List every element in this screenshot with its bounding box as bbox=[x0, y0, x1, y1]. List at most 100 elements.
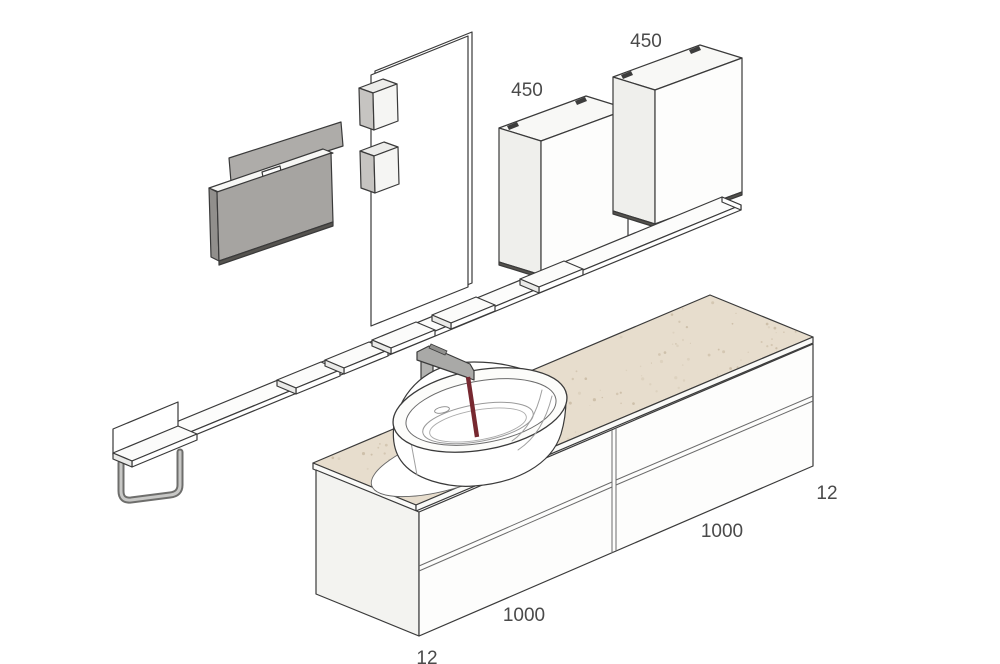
cabinet-left-face bbox=[612, 76, 656, 225]
tab-side bbox=[431, 314, 452, 330]
basin-wall-curve bbox=[517, 395, 553, 451]
countertop-speckle-dot bbox=[685, 325, 689, 329]
countertop-speckle-dot bbox=[589, 404, 591, 407]
countertop-speckle-dot bbox=[678, 320, 681, 323]
countertop-speckle-dot bbox=[747, 351, 749, 353]
countertop-speckle-dot bbox=[625, 369, 628, 372]
countertop-speckle-dot bbox=[770, 343, 773, 347]
countertop-speckle-dot bbox=[640, 375, 643, 377]
shelf-bottom-edge bbox=[218, 221, 334, 266]
countertop-speckle-dot bbox=[711, 301, 715, 305]
countertop-speckle-dot bbox=[729, 367, 732, 370]
clip-front-face bbox=[372, 83, 399, 131]
water-stream bbox=[465, 376, 480, 438]
dim-cabinet-right: 450 bbox=[630, 31, 662, 52]
towel-bar-highlight bbox=[119, 450, 182, 502]
mirror-clip bbox=[358, 78, 399, 131]
countertop-speckle-dot bbox=[775, 347, 778, 350]
countertop-speckle-dot bbox=[337, 457, 341, 461]
countertop-speckle-dot bbox=[370, 453, 373, 456]
mounting-bracket bbox=[507, 122, 519, 130]
countertop-speckle-dot bbox=[765, 322, 769, 326]
countertop-speckle-dot bbox=[592, 398, 596, 402]
countertop-speckle-dot bbox=[783, 331, 785, 333]
countertop-speckle-dot bbox=[775, 331, 777, 334]
countertop-speckle-dot bbox=[641, 377, 645, 381]
countertop-speckle-dot bbox=[619, 391, 622, 394]
mirror-clips bbox=[358, 78, 400, 194]
countertop-speckle-dot bbox=[574, 431, 577, 433]
wall-rail-shelf bbox=[112, 196, 742, 504]
rail-shelf-tab bbox=[431, 296, 496, 330]
shelf-back-panel bbox=[228, 121, 344, 183]
mirror-clip bbox=[359, 141, 400, 194]
countertop-speckle-dot bbox=[658, 353, 661, 356]
countertop-speckle-dot bbox=[619, 335, 623, 339]
towel-bar bbox=[117, 448, 184, 504]
countertop-speckle-dot bbox=[676, 344, 679, 348]
countertop-speckle-dot bbox=[735, 312, 737, 315]
countertop-speckle-dot bbox=[689, 342, 691, 344]
countertop-speckle-dot bbox=[649, 383, 652, 386]
rail-end-shelf bbox=[112, 401, 198, 468]
countertop-speckle-dot bbox=[655, 390, 658, 393]
countertop-speckle-dot bbox=[377, 446, 380, 449]
mounting-bracket bbox=[689, 46, 701, 54]
countertop-speckle-dot bbox=[771, 338, 773, 340]
countertop-speckle-dot bbox=[681, 364, 684, 366]
dim-module-left: 1000 bbox=[503, 605, 545, 626]
basin-rim-inner bbox=[405, 378, 557, 446]
clip-left-face bbox=[358, 87, 375, 131]
faucet-handle bbox=[428, 343, 448, 356]
rail-shelf-tab bbox=[371, 321, 436, 355]
rail-end-cap bbox=[721, 196, 742, 211]
mounting-bracket bbox=[621, 71, 633, 79]
countertop-speckle-dot bbox=[672, 331, 675, 334]
clip-front-face bbox=[373, 146, 400, 194]
countertop-speckle-dot bbox=[722, 350, 726, 354]
countertop-speckle-dot bbox=[639, 365, 642, 368]
countertop-speckle-dot bbox=[671, 343, 674, 345]
drawer-gap-right bbox=[615, 400, 814, 486]
basin-floor-line bbox=[429, 407, 527, 443]
cabinet-left-face bbox=[498, 127, 542, 276]
countertop-speckle-dot bbox=[717, 348, 720, 351]
tab-side bbox=[371, 339, 392, 355]
dim-thickness-right: 12 bbox=[816, 483, 837, 504]
tab-side bbox=[324, 359, 345, 375]
countertop-speckle-dot bbox=[571, 377, 575, 381]
countertop-speckle-dot bbox=[568, 401, 572, 405]
countertop-speckle-dot bbox=[659, 359, 664, 364]
countertop-speckle-dot bbox=[736, 366, 739, 369]
countertop-speckle-dot bbox=[366, 467, 369, 470]
countertop-speckle-dot bbox=[670, 313, 674, 316]
countertop-speckle-dot bbox=[682, 379, 686, 382]
countertop-speckle-dot bbox=[331, 456, 335, 460]
wall-cabinet-right bbox=[612, 44, 743, 228]
countertop-speckle-dot bbox=[361, 452, 366, 456]
countertop-speckle-dot bbox=[632, 402, 635, 405]
countertop-speckle-dot bbox=[601, 396, 603, 399]
dim-cabinet-left: 450 bbox=[511, 80, 543, 101]
countertop-speckle-dot bbox=[575, 370, 578, 373]
tab-side bbox=[519, 278, 540, 294]
vessel-sink bbox=[370, 343, 568, 498]
drawer-gap-left bbox=[418, 486, 613, 572]
rail-shelf-tab bbox=[519, 260, 584, 294]
countertop-speckle-dot bbox=[682, 307, 684, 310]
countertop-speckle-dot bbox=[615, 392, 619, 396]
countertop-speckle-dot bbox=[663, 351, 667, 354]
countertop-speckle-dot bbox=[767, 326, 771, 329]
countertop-speckle-dot bbox=[773, 326, 777, 330]
countertop-speckle-dot bbox=[760, 340, 763, 344]
countertop-speckle-dot bbox=[766, 345, 769, 348]
countertop-speckle-dot bbox=[379, 443, 381, 445]
drawer-gap-left bbox=[418, 481, 613, 567]
basin-floor-line bbox=[422, 401, 534, 445]
countertop-speckle-dot bbox=[686, 357, 690, 361]
open-wall-shelf bbox=[208, 121, 344, 266]
mounting-bracket bbox=[575, 97, 587, 105]
basin-wall-curve bbox=[511, 389, 543, 442]
